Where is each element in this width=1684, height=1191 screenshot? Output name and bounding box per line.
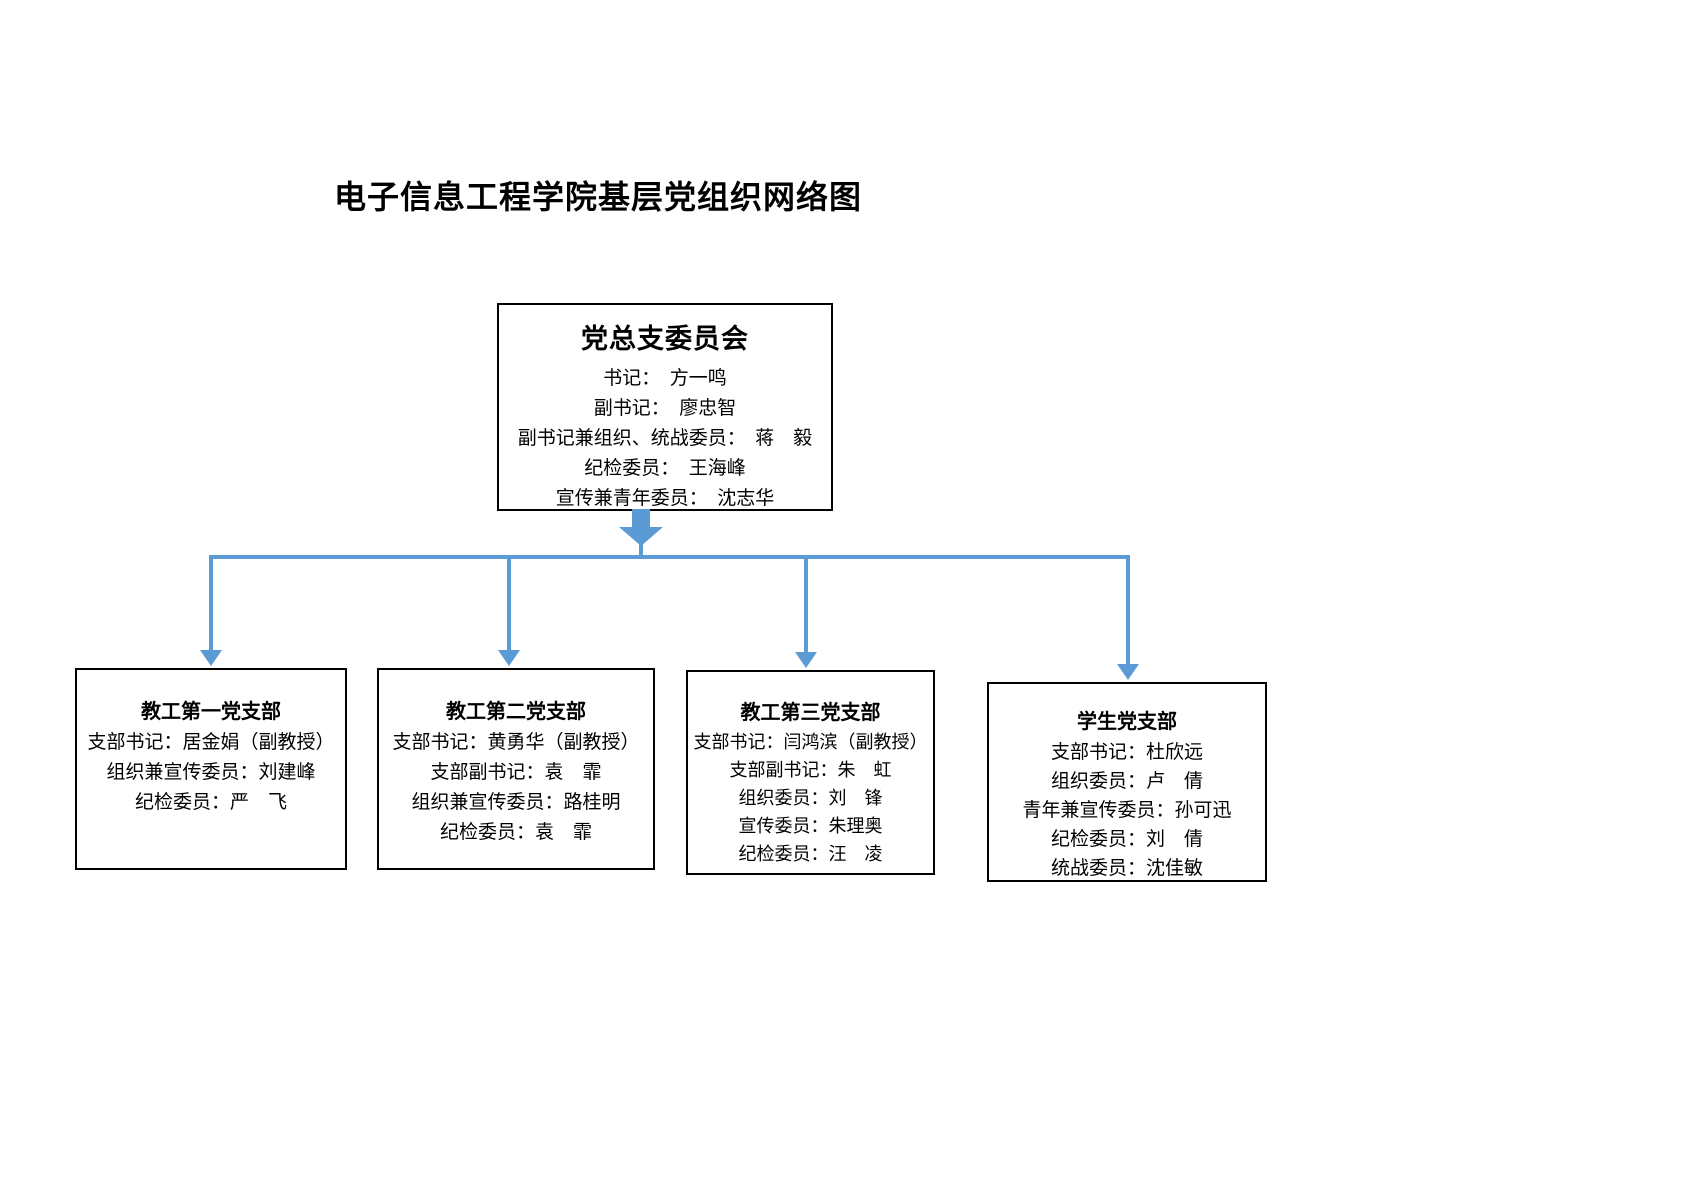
branch-box-students: 学生党支部 支部书记：杜欣远 组织委员：卢 倩 青年兼宣传委员：孙可迅 纪检委员…	[987, 682, 1267, 882]
branch-title: 教工第三党支部	[740, 702, 881, 724]
member-line: 组织兼宣传委员：刘建峰	[106, 762, 316, 783]
committee-member-list: 书记： 方一鸣 副书记： 廖忠智 副书记兼组织、统战委员： 蒋 毅 纪检委员： …	[499, 364, 831, 514]
page-title: 电子信息工程学院基层党组织网络图	[334, 179, 863, 215]
member-line: 青年兼宣传委员：孙可迅	[1022, 800, 1232, 821]
branch-box-faculty-1: 教工第一党支部 支部书记：居金娟（副教授） 组织兼宣传委员：刘建峰 纪检委员：严…	[75, 668, 347, 870]
branch-title: 学生党支部	[1077, 711, 1177, 733]
member-line: 副书记： 廖忠智	[593, 398, 737, 419]
branch-box-faculty-2: 教工第二党支部 支部书记：黄勇华（副教授） 支部副书记：袁 霏 组织兼宣传委员：…	[377, 668, 655, 870]
connector-horizontal-line	[209, 555, 1130, 559]
connector-drop-2	[507, 555, 511, 650]
down-arrowhead-icon	[200, 650, 222, 666]
member-line: 组织委员：卢 倩	[1050, 771, 1203, 792]
down-block-arrow-icon	[632, 509, 650, 527]
member-line: 统战委员：沈佳敏	[1050, 858, 1203, 879]
member-line: 支部书记：黄勇华（副教授）	[392, 732, 640, 753]
down-arrowhead-icon	[1117, 664, 1139, 680]
member-line: 支部书记：杜欣远	[1050, 742, 1203, 763]
member-line: 组织委员：刘 锋	[738, 788, 883, 808]
member-line: 书记： 方一鸣	[603, 368, 727, 389]
member-line: 纪检委员：汪 凌	[738, 844, 883, 864]
member-line: 宣传委员：朱理奥	[738, 816, 883, 836]
committee-box: 党总支委员会 书记： 方一鸣 副书记： 廖忠智 副书记兼组织、统战委员： 蒋 毅…	[497, 303, 833, 511]
member-line: 组织兼宣传委员：路桂明	[411, 792, 621, 813]
member-line: 纪检委员：刘 倩	[1050, 829, 1203, 850]
member-line: 副书记兼组织、统战委员： 蒋 毅	[517, 428, 813, 449]
connector-drop-4	[1126, 555, 1130, 664]
connector-drop-3	[804, 555, 808, 652]
member-line: 纪检委员： 王海峰	[584, 458, 746, 479]
committee-title: 党总支委员会	[581, 324, 749, 354]
member-line: 支部副书记：朱 虹	[729, 760, 892, 780]
member-line: 宣传兼青年委员： 沈志华	[555, 488, 775, 509]
member-line: 纪检委员：严 飞	[134, 792, 287, 813]
connector-stub	[639, 544, 643, 557]
member-line: 支部副书记：袁 霏	[430, 762, 602, 783]
member-line: 纪检委员：袁 霏	[439, 822, 592, 843]
down-arrowhead-icon	[498, 650, 520, 666]
down-block-arrowhead-icon	[619, 527, 663, 546]
down-arrowhead-icon	[795, 652, 817, 668]
connector-drop-1	[209, 555, 213, 650]
member-line: 支部书记：居金娟（副教授）	[87, 732, 335, 753]
branch-title: 教工第二党支部	[446, 701, 586, 723]
member-line: 支部书记：闫鸿滨（副教授）	[693, 732, 928, 752]
branch-title: 教工第一党支部	[141, 701, 281, 723]
branch-box-faculty-3: 教工第三党支部 支部书记：闫鸿滨（副教授） 支部副书记：朱 虹 组织委员：刘 锋…	[686, 670, 935, 875]
